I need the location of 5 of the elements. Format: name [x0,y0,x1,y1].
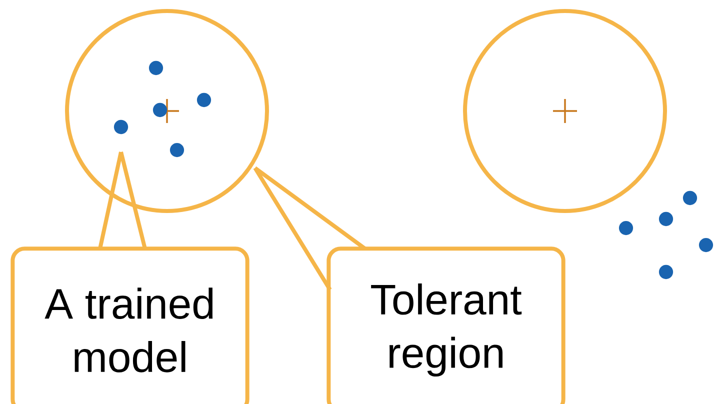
callout-box: A trained model [10,246,250,404]
region-circle [65,9,269,213]
region-circle [463,9,667,213]
callout-box: Tolerant region [326,246,566,404]
callout-pointer [253,166,367,292]
